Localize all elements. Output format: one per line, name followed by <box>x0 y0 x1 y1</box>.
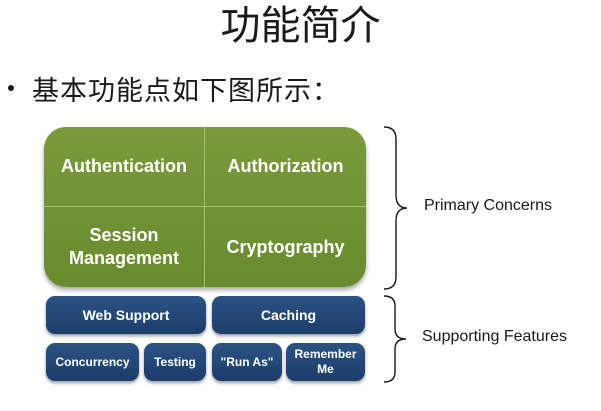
feature-label: Concurrency <box>55 355 130 369</box>
feature-label: Testing <box>154 355 196 369</box>
supporting-features-label: Supporting Features <box>422 328 567 345</box>
feature-label: Caching <box>260 307 317 323</box>
feature-caching: Caching <box>212 296 365 334</box>
primary-cell-cryptography: Cryptography <box>205 207 366 287</box>
primary-cell-label: Authentication <box>61 156 187 176</box>
primary-cell-authentication: Authentication <box>44 127 205 207</box>
primary-cell-authorization: Authorization <box>205 127 366 207</box>
feature-label: "Run As" <box>220 355 274 369</box>
feature-testing: Testing <box>144 343 206 381</box>
feature-run-as: "Run As" <box>212 343 282 381</box>
primary-concerns-box: Authentication Authorization Session Man… <box>44 127 366 287</box>
feature-web-support: Web Support <box>46 296 206 334</box>
primary-cell-label: Cryptography <box>226 236 345 257</box>
primary-cell-label: Authorization <box>227 156 344 176</box>
primary-cell-label: Session Management <box>68 225 180 268</box>
feature-label: Remember Me <box>294 347 357 376</box>
feature-remember-me: Remember Me <box>286 343 365 381</box>
bullet-dot-icon <box>8 85 14 91</box>
feature-concurrency: Concurrency <box>46 343 139 381</box>
supporting-brace-icon <box>383 295 407 383</box>
feature-label: Web Support <box>82 307 170 323</box>
bullet-point: 基本功能点如下图所示： <box>8 70 340 107</box>
bullet-text: 基本功能点如下图所示： <box>32 75 340 107</box>
primary-concerns-label: Primary Concerns <box>424 197 553 214</box>
page-title: 功能简介 <box>220 3 381 49</box>
primary-brace-icon <box>383 126 408 290</box>
primary-cell-session-management: Session Management <box>44 207 205 287</box>
